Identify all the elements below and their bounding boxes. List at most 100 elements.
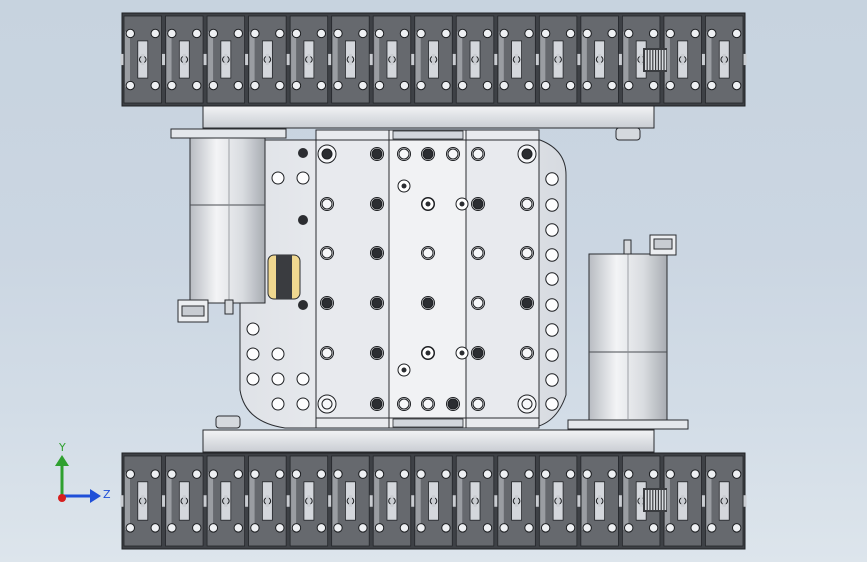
track-pin-hole — [150, 80, 160, 91]
track-pin-hole — [399, 28, 410, 39]
center-bolt-core — [401, 183, 407, 189]
track-pin-hole — [358, 80, 368, 91]
track-pin-hole — [665, 523, 675, 533]
plate-hole — [398, 398, 410, 410]
track-stud — [556, 53, 560, 66]
track-stud — [141, 53, 145, 66]
plate-hole — [422, 297, 434, 309]
track-pin-hole — [441, 28, 451, 39]
plate-hole — [371, 297, 383, 309]
track-link-edge — [125, 472, 130, 530]
track-pin-hole — [416, 80, 426, 91]
track-pin-hole — [399, 469, 410, 479]
track-pin-hole — [540, 80, 551, 91]
track-pin-hole — [690, 523, 700, 533]
center-bolt-core — [425, 350, 431, 356]
side-bolt — [298, 148, 308, 158]
side-hole — [545, 248, 559, 262]
track-pin-hole — [731, 523, 742, 533]
track-pin-hole — [565, 28, 576, 39]
track-stud — [598, 53, 602, 66]
side-hole — [545, 397, 559, 411]
track-stud — [618, 53, 622, 66]
plate-hole — [521, 398, 533, 410]
lower-sprocket — [643, 488, 667, 512]
plate-hole — [321, 247, 333, 259]
track-pin-hole — [316, 28, 327, 39]
plate-hole — [472, 198, 484, 210]
track-pin-hole — [358, 469, 368, 479]
side-hole — [545, 323, 559, 337]
track-pin-hole — [233, 80, 243, 91]
track-pin-hole — [399, 523, 410, 533]
track-pin-hole — [565, 469, 576, 479]
track-pin-hole — [624, 28, 634, 39]
track-link-edge — [664, 31, 670, 88]
side-hole — [296, 171, 310, 185]
sprocket-tooth — [664, 50, 667, 70]
track-stud — [224, 53, 228, 66]
track-pin-hole — [233, 469, 243, 479]
track-pin-hole — [499, 80, 509, 91]
plate-hole — [321, 347, 333, 359]
track-pin-hole — [482, 80, 493, 91]
track-pin-hole — [250, 469, 260, 479]
track-pin-hole — [624, 469, 634, 479]
sprocket-tooth — [656, 50, 658, 70]
track-pin-hole — [731, 28, 742, 39]
side-hole — [545, 373, 559, 387]
plate-hole — [472, 347, 484, 359]
track-pin-hole — [192, 28, 202, 39]
upper-track — [120, 12, 747, 107]
track-pin-hole — [275, 523, 285, 533]
track-pin-hole — [524, 469, 534, 479]
track-stud — [515, 495, 519, 507]
track-pin-hole — [607, 28, 617, 39]
lower-crossbar — [202, 429, 655, 453]
track-stud — [348, 495, 352, 507]
track-pin-hole — [648, 28, 659, 39]
track-pin-hole — [565, 80, 576, 91]
plate-hole — [472, 247, 484, 259]
track-pin-hole — [167, 80, 177, 91]
track-pin-hole — [275, 80, 285, 91]
plate-hole — [371, 148, 383, 160]
plate-hole — [321, 198, 333, 210]
track-stud — [224, 495, 228, 507]
track-stud — [681, 495, 685, 507]
track-link-edge — [332, 31, 338, 88]
track-pin-hole — [374, 523, 385, 533]
plate-hole — [371, 347, 383, 359]
track-stud — [390, 495, 394, 507]
track-stud — [701, 495, 705, 507]
side-hole — [246, 347, 260, 361]
plate-hole — [371, 198, 383, 210]
track-link-edge — [208, 472, 214, 530]
track-stud — [681, 53, 685, 66]
track-link-edge — [498, 472, 504, 530]
side-bolt — [298, 300, 308, 310]
track-stud — [577, 495, 581, 507]
track-pin-hole — [582, 28, 592, 39]
track-stud — [182, 53, 186, 66]
track-pin-hole — [582, 523, 592, 533]
track-pin-hole — [457, 523, 468, 533]
x-axis-dot — [58, 494, 66, 502]
track-link-edge — [374, 472, 380, 530]
fastener-upper — [615, 127, 641, 141]
track-pin-hole — [416, 469, 426, 479]
track-stud — [432, 495, 435, 507]
track-link-edge — [415, 31, 421, 88]
sprocket-tooth — [664, 490, 667, 510]
track-stud — [722, 495, 726, 507]
track-pin-hole — [150, 523, 160, 533]
track-pin-hole — [250, 28, 260, 39]
track-stud — [494, 53, 498, 66]
track-stud — [203, 53, 207, 66]
side-hole — [246, 372, 260, 386]
side-hole — [271, 397, 285, 411]
track-pin-hole — [125, 80, 136, 91]
track-pin-hole — [441, 469, 451, 479]
track-link-edge — [291, 472, 297, 530]
